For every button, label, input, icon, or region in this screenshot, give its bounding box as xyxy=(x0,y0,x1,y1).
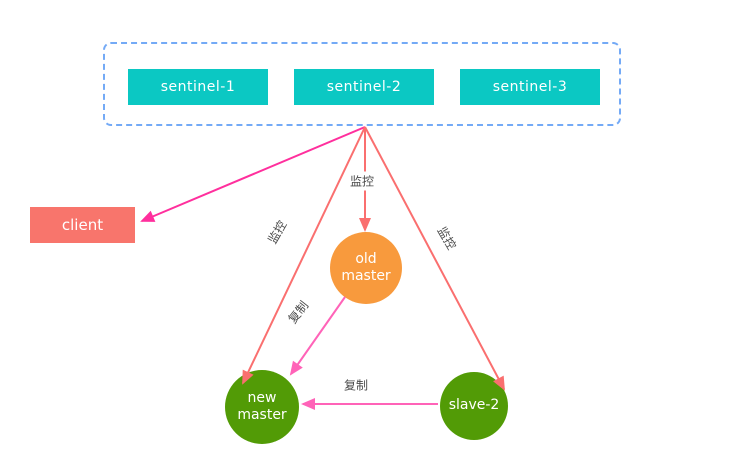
node-slave-2: slave-2 xyxy=(440,372,508,440)
slave-2-label: slave-2 xyxy=(448,397,500,414)
sentinel-1-label: sentinel-1 xyxy=(160,79,236,95)
edge-label-replicate-horizontal: 复制 xyxy=(340,375,372,395)
sentinel-3-label: sentinel-3 xyxy=(492,79,568,95)
sentinel-group-box xyxy=(103,42,621,126)
old-master-label-line1: old xyxy=(355,250,377,267)
edge-sentinels-to-client xyxy=(140,126,366,222)
old-master-label-line2: master xyxy=(341,268,391,284)
sentinel-2-label: sentinel-2 xyxy=(326,79,402,95)
edge-label-monitor-right: 监控 xyxy=(431,220,463,256)
edge-label-monitor-left: 监控 xyxy=(261,214,293,250)
node-sentinel-3: sentinel-3 xyxy=(460,69,600,105)
new-master-label-line2: master xyxy=(237,407,287,423)
node-sentinel-1: sentinel-1 xyxy=(128,69,268,105)
edge-label-replicate-diagonal: 复制 xyxy=(281,294,315,330)
node-old-master: old master xyxy=(330,232,402,304)
node-client: client xyxy=(30,207,135,243)
node-new-master: new master xyxy=(225,370,299,444)
node-sentinel-2: sentinel-2 xyxy=(294,69,434,105)
edge-label-monitor-center: 监控 xyxy=(346,171,378,191)
new-master-label-line1: new xyxy=(247,389,277,406)
client-label: client xyxy=(61,216,104,234)
